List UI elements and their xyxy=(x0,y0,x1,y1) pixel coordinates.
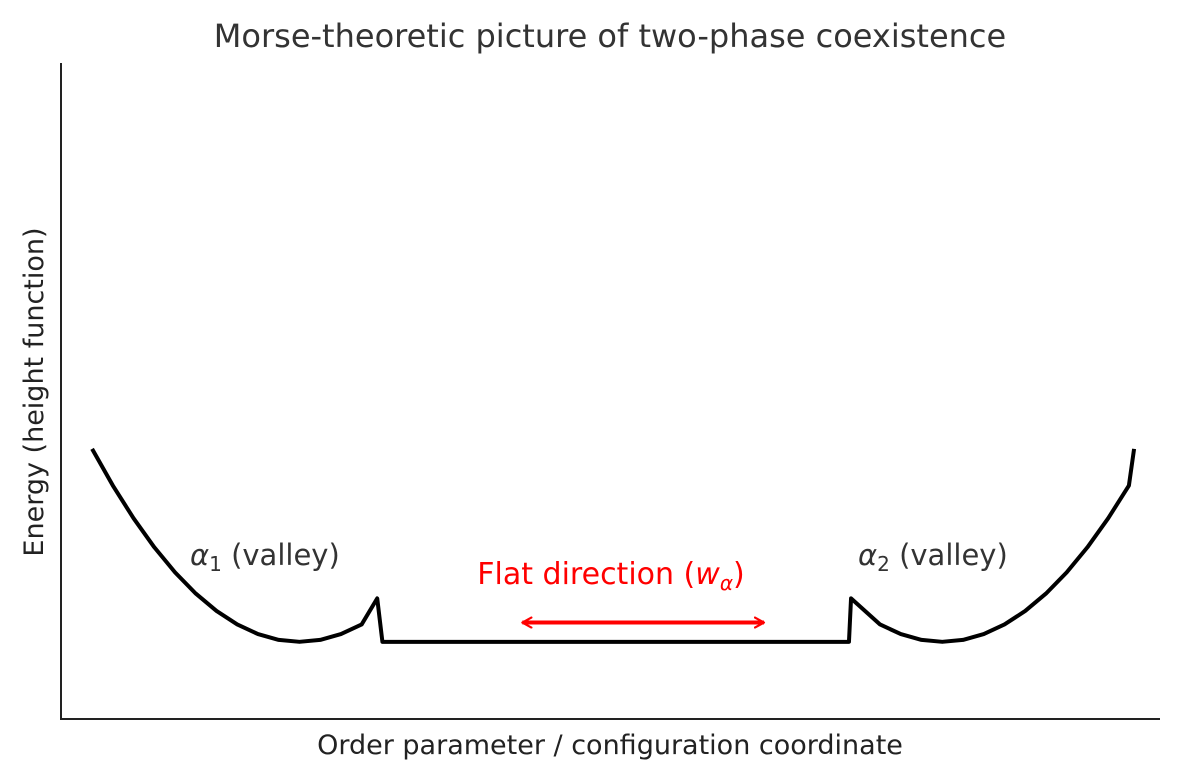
annotation-alpha1: α1 (valley) xyxy=(190,538,340,576)
annotation-alpha2-symbol: α xyxy=(858,538,877,572)
annotation-alpha1-symbol: α xyxy=(190,538,209,572)
y-axis-label: Energy (height function) xyxy=(19,227,50,556)
annotation-flat-suffix: ) xyxy=(733,557,745,592)
annotation-flat-symbol: w xyxy=(695,557,720,592)
series-line-0 xyxy=(90,447,1137,644)
annotation-alpha2-subscript: 2 xyxy=(877,552,890,576)
annotation-alpha1-text: (valley) xyxy=(222,538,340,572)
plot-area xyxy=(90,447,1137,644)
chart-title: Morse-theoretic picture of two-phase coe… xyxy=(214,17,1006,55)
annotation-flat-subscript: α xyxy=(720,571,733,595)
annotation-alpha1-subscript: 1 xyxy=(209,552,222,576)
annotation-flat-prefix: Flat direction ( xyxy=(477,557,695,592)
x-axis-label: Order parameter / configuration coordina… xyxy=(317,730,903,761)
annotation-alpha2-text: (valley) xyxy=(890,538,1008,572)
annotation-alpha2: α2 (valley) xyxy=(858,538,1008,576)
annotation-flat-direction: Flat direction (wα) xyxy=(477,557,744,595)
